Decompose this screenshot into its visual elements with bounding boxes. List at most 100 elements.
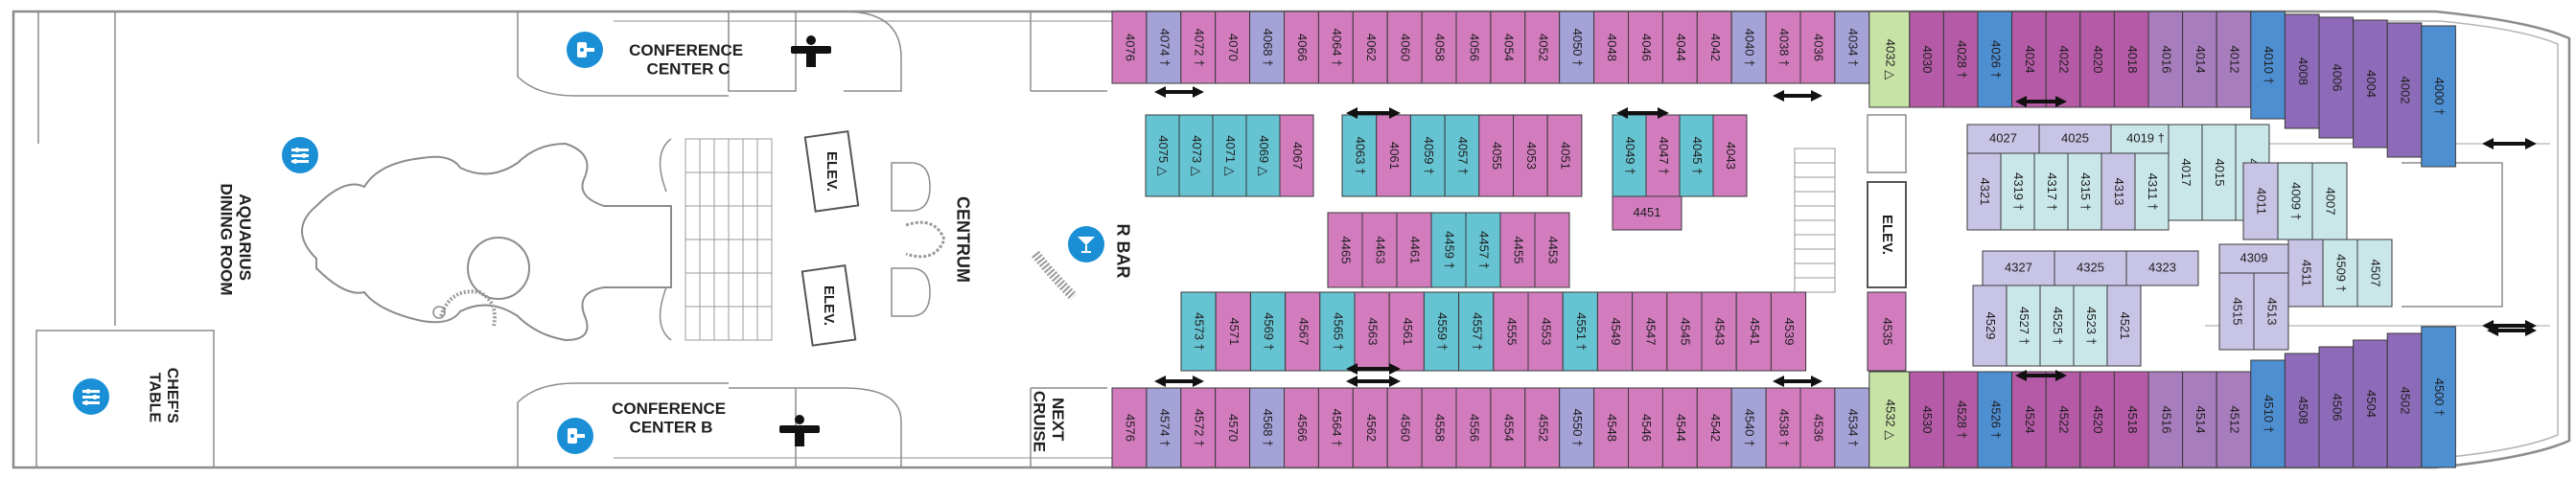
cabin-4540[interactable]: 4540 † bbox=[1730, 387, 1767, 468]
cabin-4523[interactable]: 4523 † bbox=[2073, 285, 2108, 367]
cabin-4047[interactable]: 4047 † bbox=[1645, 114, 1681, 197]
cabin-4565[interactable]: 4565 † bbox=[1319, 291, 1356, 372]
cabin-4043[interactable]: 4043 bbox=[1712, 114, 1748, 197]
cabin-4032[interactable]: 4032 △ bbox=[1868, 11, 1911, 108]
cabin-4075[interactable]: 4075 △ bbox=[1145, 114, 1180, 197]
cabin-4056[interactable]: 4056 bbox=[1455, 11, 1492, 84]
cabin-4459[interactable]: 4459 † bbox=[1430, 212, 1467, 288]
cabin-4574[interactable]: 4574 † bbox=[1146, 387, 1182, 468]
cabin-4551[interactable]: 4551 † bbox=[1562, 291, 1598, 372]
cabin-4004[interactable]: 4004 bbox=[2353, 19, 2388, 148]
cabin-4544[interactable]: 4544 bbox=[1661, 387, 1698, 468]
cabin-4556[interactable]: 4556 bbox=[1455, 387, 1492, 468]
cabin-4000[interactable]: 4000 † bbox=[2421, 25, 2456, 168]
cabin-4526[interactable]: 4526 † bbox=[1977, 371, 2013, 468]
cabin-4323[interactable]: 4323 bbox=[2125, 250, 2199, 286]
cabin-4010[interactable]: 4010 † bbox=[2250, 11, 2286, 120]
cabin-4536[interactable]: 4536 bbox=[1799, 387, 1836, 468]
cabin-4059[interactable]: 4059 † bbox=[1409, 114, 1446, 197]
cabin-4558[interactable]: 4558 bbox=[1421, 387, 1457, 468]
cabin-4509[interactable]: 4509 † bbox=[2322, 239, 2358, 308]
cabin-4547[interactable]: 4547 bbox=[1632, 291, 1668, 372]
cabin-4555[interactable]: 4555 bbox=[1493, 291, 1529, 372]
cabin-4508[interactable]: 4508 bbox=[2284, 353, 2320, 468]
cabin-4500[interactable]: 4500 † bbox=[2421, 326, 2456, 468]
cabin-4061[interactable]: 4061 bbox=[1376, 114, 1411, 197]
cabin-4461[interactable]: 4461 bbox=[1396, 212, 1432, 288]
cabin-4040[interactable]: 4040 † bbox=[1730, 11, 1767, 84]
cabin-4309[interactable]: 4309 bbox=[2218, 243, 2289, 274]
cabin-4015[interactable]: 4015 bbox=[2201, 124, 2237, 221]
cabin-4009[interactable]: 4009 † bbox=[2277, 162, 2313, 240]
cabin-4566[interactable]: 4566 bbox=[1284, 387, 1319, 468]
cabin-4052[interactable]: 4052 bbox=[1524, 11, 1561, 84]
cabin-4020[interactable]: 4020 bbox=[2079, 11, 2115, 108]
cabin-4321[interactable]: 4321 bbox=[1966, 152, 2002, 231]
cabin-4546[interactable]: 4546 bbox=[1628, 387, 1663, 468]
cabin-4027[interactable]: 4027 bbox=[1966, 124, 2040, 154]
cabin-4028[interactable]: 4028 † bbox=[1942, 11, 1979, 108]
cabin-4025[interactable]: 4025 bbox=[2038, 124, 2112, 154]
cabin-4569[interactable]: 4569 † bbox=[1249, 291, 1287, 372]
cabin-4530[interactable]: 4530 bbox=[1909, 371, 1944, 468]
cabin-4327[interactable]: 4327 bbox=[1982, 250, 2055, 286]
cabin-4524[interactable]: 4524 bbox=[2011, 371, 2047, 468]
elevator-mid[interactable]: ELEV. bbox=[1867, 181, 1907, 288]
cabin-4522[interactable]: 4522 bbox=[2045, 371, 2081, 468]
cabin-4325[interactable]: 4325 bbox=[2054, 250, 2127, 286]
cabin-4012[interactable]: 4012 bbox=[2216, 11, 2252, 108]
cabin-4560[interactable]: 4560 bbox=[1386, 387, 1423, 468]
cabin-4051[interactable]: 4051 bbox=[1546, 114, 1583, 197]
cabin-4042[interactable]: 4042 bbox=[1696, 11, 1732, 84]
cabin-4542[interactable]: 4542 bbox=[1696, 387, 1732, 468]
cabin-4058[interactable]: 4058 bbox=[1421, 11, 1457, 84]
cabin-4557[interactable]: 4557 † bbox=[1458, 291, 1495, 372]
cabin-4049[interactable]: 4049 † bbox=[1612, 114, 1647, 197]
cabin-4549[interactable]: 4549 bbox=[1596, 291, 1634, 372]
cabin-4532[interactable]: 4532 △ bbox=[1868, 371, 1911, 468]
cabin-4016[interactable]: 4016 bbox=[2147, 11, 2184, 108]
cabin-4002[interactable]: 4002 bbox=[2386, 22, 2423, 158]
elevator-left-top[interactable]: ELEV. bbox=[803, 130, 860, 213]
cabin-4453[interactable]: 4453 bbox=[1534, 212, 1570, 288]
cabin-4465[interactable]: 4465 bbox=[1327, 212, 1363, 288]
cabin-4515[interactable]: 4515 bbox=[2218, 272, 2255, 351]
cabin-4069[interactable]: 4069 △ bbox=[1245, 114, 1281, 197]
cabin-4513[interactable]: 4513 bbox=[2253, 272, 2289, 351]
cabin-4053[interactable]: 4053 bbox=[1513, 114, 1548, 197]
cabin-4036[interactable]: 4036 bbox=[1799, 11, 1836, 84]
cabin-4550[interactable]: 4550 † bbox=[1559, 387, 1595, 468]
cabin-4539[interactable]: 4539 bbox=[1770, 291, 1807, 372]
cabin-4527[interactable]: 4527 † bbox=[2006, 285, 2041, 367]
cabin-4552[interactable]: 4552 bbox=[1524, 387, 1561, 468]
cabin-4074[interactable]: 4074 † bbox=[1146, 11, 1182, 84]
cabin-4062[interactable]: 4062 bbox=[1352, 11, 1388, 84]
cabin-4510[interactable]: 4510 † bbox=[2250, 359, 2286, 468]
cabin-4311[interactable]: 4311 † bbox=[2134, 152, 2170, 231]
cabin-4055[interactable]: 4055 bbox=[1478, 114, 1515, 197]
cabin-4317[interactable]: 4317 † bbox=[2033, 152, 2069, 231]
cabin-4057[interactable]: 4057 † bbox=[1444, 114, 1480, 197]
cabin-4060[interactable]: 4060 bbox=[1386, 11, 1423, 84]
cabin-4528[interactable]: 4528 † bbox=[1942, 371, 1979, 468]
cabin-4507[interactable]: 4507 bbox=[2356, 239, 2393, 308]
cabin-4034[interactable]: 4034 † bbox=[1834, 11, 1870, 84]
cabin-4561[interactable]: 4561 bbox=[1388, 291, 1425, 372]
cabin-4559[interactable]: 4559 † bbox=[1423, 291, 1460, 372]
cabin-4567[interactable]: 4567 bbox=[1285, 291, 1321, 372]
cabin-4022[interactable]: 4022 bbox=[2045, 11, 2081, 108]
cabin-4026[interactable]: 4026 † bbox=[1977, 11, 2013, 108]
cabin-4030[interactable]: 4030 bbox=[1909, 11, 1944, 108]
cabin-4072[interactable]: 4072 † bbox=[1180, 11, 1217, 84]
cabin-4007[interactable]: 4007 bbox=[2311, 162, 2348, 240]
cabin-4046[interactable]: 4046 bbox=[1628, 11, 1663, 84]
cabin-4071[interactable]: 4071 △ bbox=[1212, 114, 1247, 197]
cabin-4315[interactable]: 4315 † bbox=[2067, 152, 2102, 231]
cabin-4571[interactable]: 4571 bbox=[1215, 291, 1251, 372]
cabin-4451[interactable]: 4451 bbox=[1612, 195, 1683, 231]
cabin-4044[interactable]: 4044 bbox=[1661, 11, 1698, 84]
cabin-4045[interactable]: 4045 † bbox=[1679, 114, 1714, 197]
cabin-4064[interactable]: 4064 † bbox=[1317, 11, 1354, 84]
cabin-4521[interactable]: 4521 bbox=[2106, 285, 2142, 367]
cabin-4319[interactable]: 4319 † bbox=[2000, 152, 2035, 231]
